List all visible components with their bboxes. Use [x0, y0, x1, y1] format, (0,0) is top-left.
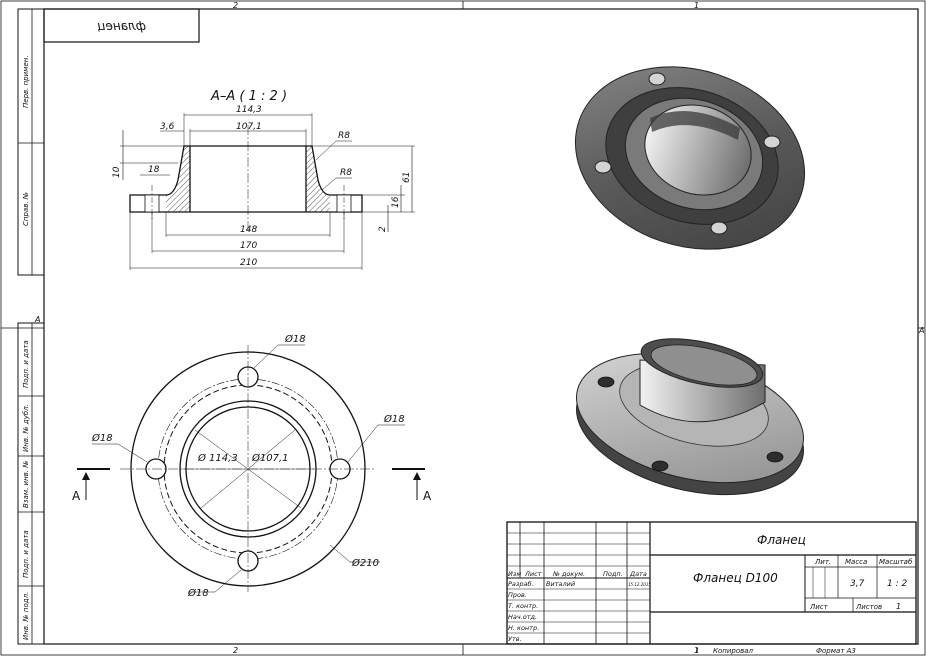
dim-3-6: 3,6	[160, 122, 175, 132]
tb-col-data: Дата	[629, 570, 647, 578]
iso-view-bottom	[576, 338, 804, 496]
tb-copied: Копировал	[713, 647, 754, 655]
dim-148: 148	[240, 225, 257, 235]
zone-bottom-2: 2	[233, 646, 238, 655]
left-top-columns	[17, 8, 45, 276]
tb-row-tkontr: Т. контр.	[508, 602, 538, 610]
zone-left-a: A	[34, 315, 40, 324]
section-view: А–А ( 1 : 2 )	[112, 89, 415, 270]
tb-row-prov: Пров.	[508, 591, 527, 599]
strip-inv-dubl: Инв. № дубл.	[22, 404, 30, 452]
zone-top-2: 2	[233, 1, 238, 10]
tb-row-nachotd: Нач.отд.	[508, 613, 537, 621]
dim-r8-top: R8	[338, 131, 350, 141]
dim-210: 210	[240, 258, 257, 268]
section-title: А–А ( 1 : 2 )	[210, 89, 287, 104]
plan-view: Ø18 Ø18 Ø18 Ø18 Ø 114,3 Ø107,1 Ø210 А А	[72, 333, 432, 599]
dim-r8-bottom: R8	[340, 168, 352, 178]
tb-razrab-date: 15.12.2015	[628, 582, 651, 587]
tb-col-izm: Изм	[508, 570, 521, 578]
hole-dia-bottom: Ø18	[187, 587, 209, 599]
tb-col-doc: № докум.	[552, 570, 585, 578]
tb-row-utv: Утв.	[508, 635, 522, 643]
dim-2: 2	[378, 226, 388, 232]
hole-dia-top: Ø18	[284, 333, 306, 345]
tb-razrab-label: Разраб.	[508, 580, 534, 588]
mirrored-label: фланец	[97, 19, 146, 33]
strip-inv-podl: Инв. № подл.	[22, 592, 30, 640]
outer-dia-210: Ø210	[351, 557, 379, 569]
tb-listov-label: Листов	[855, 603, 882, 611]
hole-dia-right: Ø18	[383, 413, 405, 425]
tb-col-list: Лист	[524, 570, 542, 578]
strip-podp-data-2: Подп. и дата	[22, 530, 30, 578]
zone-right-a: A	[918, 326, 924, 335]
tb-name-main: Фланец D100	[693, 571, 778, 585]
tb-name-top: Фланец	[757, 533, 806, 547]
tb-razrab-name: Виталий	[546, 580, 575, 588]
dim-61: 61	[402, 172, 412, 183]
dim-114-3: 114,3	[236, 105, 262, 115]
col-perv-primen: Перв. примен.	[22, 55, 30, 108]
inner-dia-107: Ø107,1	[251, 452, 289, 464]
dim-107-1: 107,1	[236, 122, 262, 132]
strip-podp-data-1: Подп. и дата	[22, 340, 30, 388]
cut-label-left: А	[72, 489, 81, 503]
zone-top-1: 1	[694, 1, 699, 10]
dim-10: 10	[112, 166, 122, 178]
inner-dia-114: Ø 114,3	[197, 452, 238, 464]
col-sprav-no: Справ. №	[22, 192, 30, 226]
dim-16: 16	[391, 196, 401, 208]
dim-170: 170	[240, 241, 257, 251]
tb-listov-value: 1	[896, 602, 901, 611]
cut-label-right: А	[423, 489, 432, 503]
tb-massa-value: 3,7	[850, 579, 865, 589]
zone-bottom-1: 1	[694, 646, 699, 655]
left-bottom-strip	[17, 322, 45, 645]
tb-lit: Лит.	[814, 558, 831, 566]
hole-dia-left: Ø18	[91, 432, 113, 444]
iso-view-top	[574, 66, 806, 250]
dim-18-left: 18	[148, 165, 160, 175]
tb-row-nkontr: Н. контр.	[508, 624, 539, 632]
tb-massa: Масса	[845, 558, 867, 566]
tb-col-podp: Подп.	[603, 570, 623, 578]
tb-masshtab: Масштаб	[879, 558, 913, 566]
strip-vzam-inv: Взам. инв. №	[22, 460, 30, 508]
tb-copied-num: 1	[695, 647, 699, 655]
title-block-grid	[506, 521, 917, 645]
tb-list-label: Лист	[809, 603, 829, 611]
tb-format: Формат А3	[816, 647, 856, 655]
tb-scale-value: 1 : 2	[887, 579, 907, 589]
